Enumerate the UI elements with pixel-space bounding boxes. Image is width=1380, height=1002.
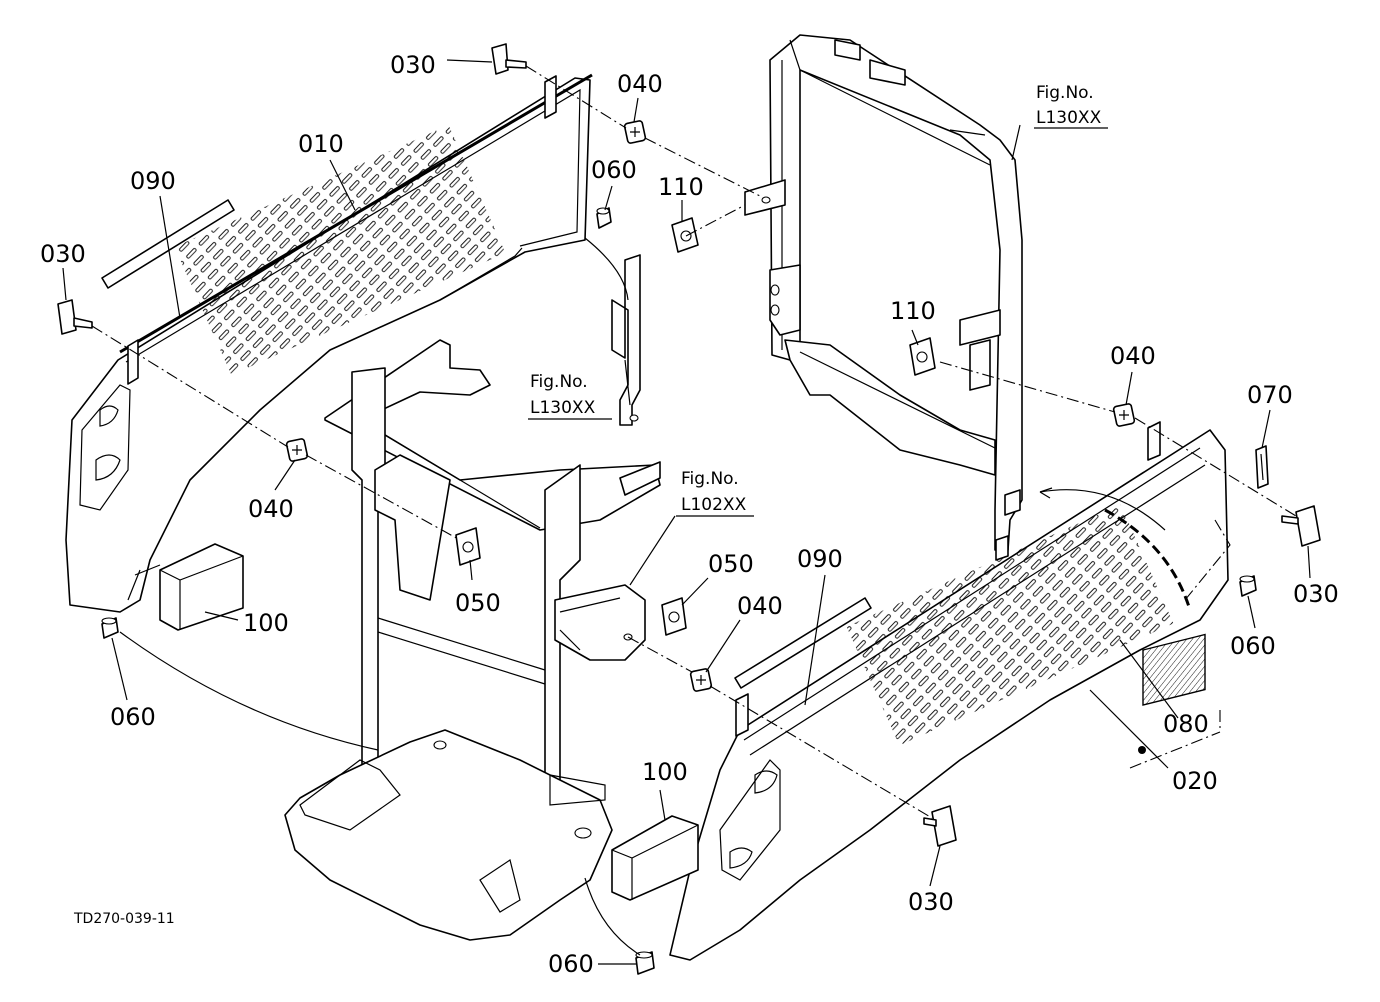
figure-reference-bracket: Fig.No. L130XX — [528, 372, 612, 420]
steering-column-block — [554, 461, 661, 661]
knob-030-bottom — [923, 805, 957, 847]
fig-ref-3-line1: Fig.No. — [681, 469, 739, 489]
callout-030-left: 030 — [40, 240, 86, 268]
callout-110-top: 110 — [658, 173, 704, 201]
callout-010: 010 — [298, 130, 344, 158]
callout-090-right: 090 — [797, 545, 843, 573]
fig-ref-2-line2: L130XX — [530, 398, 596, 418]
rops-bracket-upper — [744, 179, 786, 216]
callout-060-right: 060 — [1230, 632, 1276, 660]
assembly-lines — [91, 65, 1297, 956]
callout-070: 070 — [1247, 381, 1293, 409]
callout-040-top: 040 — [617, 70, 663, 98]
callout-060-top: 060 — [591, 156, 637, 184]
fig-ref-1-line1: Fig.No. — [1036, 83, 1094, 103]
rubber-strip-090-right — [734, 597, 872, 689]
callout-040-right: 040 — [1110, 342, 1156, 370]
callout-labels: 030 040 010 090 060 110 030 040 050 100 … — [40, 51, 1339, 978]
drawing-code: TD270-039-11 — [73, 911, 175, 927]
knob-030-top — [491, 43, 527, 75]
callout-110-mid: 110 — [890, 297, 936, 325]
callout-060-bottom: 060 — [548, 950, 594, 978]
callout-090-left: 090 — [130, 167, 176, 195]
foam-block-100-left — [159, 543, 244, 631]
right-side-cover — [669, 421, 1229, 961]
decal-080 — [1142, 633, 1206, 706]
callout-100-bottom: 100 — [642, 758, 688, 786]
fig-ref-3-line2: L102XX — [681, 495, 747, 515]
left-side-cover — [65, 73, 593, 613]
clip-nut-110-top — [671, 217, 699, 253]
fig-ref-2-line1: Fig.No. — [530, 372, 588, 392]
plug-070 — [1255, 445, 1269, 489]
knob-030-left — [57, 299, 93, 335]
washer-040-top — [623, 120, 647, 144]
washer-040-left — [285, 438, 309, 462]
knob-030-right — [1281, 505, 1321, 547]
callout-100-left: 100 — [243, 609, 289, 637]
collar-060-top — [596, 207, 612, 229]
callout-080: 080 — [1163, 710, 1209, 738]
collar-060-right — [1239, 575, 1257, 597]
callout-040-mid: 040 — [737, 592, 783, 620]
washer-040-right — [1112, 403, 1136, 427]
callout-050-mid: 050 — [708, 550, 754, 578]
foam-block-100-bottom — [611, 815, 699, 901]
collar-060-bottom — [635, 951, 655, 975]
clip-nut-050-left — [455, 527, 481, 566]
center-mount-bracket — [611, 254, 641, 426]
callout-030-right: 030 — [1293, 580, 1339, 608]
callout-060-left: 060 — [110, 703, 156, 731]
rops-bracket-lower — [959, 309, 1001, 391]
clip-nut-110-mid — [909, 337, 936, 376]
left-cover-bracket — [127, 75, 557, 385]
fig-ref-1-line2: L130XX — [1036, 108, 1102, 128]
washer-040-mid — [689, 668, 713, 692]
rops-frame — [769, 34, 1023, 561]
collar-060-left — [101, 617, 119, 639]
figure-reference-column: Fig.No. L102XX — [676, 469, 754, 517]
callout-020: 020 — [1172, 767, 1218, 795]
clip-nut-050-mid — [661, 597, 687, 636]
callout-050-left: 050 — [455, 589, 501, 617]
callout-040-left: 040 — [248, 495, 294, 523]
callout-030-top: 030 — [390, 51, 436, 79]
callout-leaders — [62, 59, 1311, 965]
figure-reference-rops: Fig.No. L130XX — [1034, 83, 1108, 129]
center-frame — [284, 339, 661, 941]
callout-030-bottom: 030 — [908, 888, 954, 916]
